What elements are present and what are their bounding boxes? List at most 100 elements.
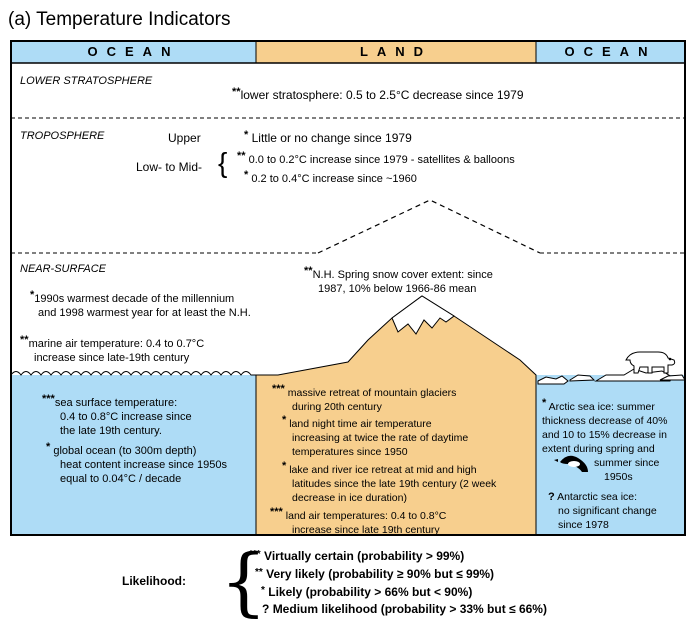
legend-text: Likely (probability > 66% but < 90%)	[268, 585, 473, 599]
sst-line-1: sea surface temperature:	[54, 397, 178, 409]
glacier-entry: *** massive retreat of mountain glaciers…	[272, 382, 456, 414]
legend-stars: *	[261, 585, 265, 596]
figure-title: (a) Temperature Indicators	[8, 9, 231, 30]
land-air-entry: *** land air temperatures: 0.4 to 0.8°C …	[270, 505, 446, 537]
legend-item-4: ? Medium likelihood (probability > 33% b…	[262, 600, 547, 618]
arctic-line-2: thickness decrease of 40%	[542, 415, 668, 427]
arctic-line-5: summer since	[594, 457, 660, 469]
stars: **	[232, 86, 241, 98]
night-line-2: increasing at twice the rate of daytime	[292, 432, 469, 444]
legend-item-2: ** Very likely (probability ≥ 90% but ≤ …	[255, 564, 494, 583]
antarctic-line-1: Antarctic sea ice:	[557, 491, 638, 503]
upper-entry: * Little or no change since 1979	[244, 128, 412, 146]
stars: ***	[270, 506, 283, 518]
polar-bear-icon	[625, 351, 676, 374]
decade-entry: *1990s warmest decade of the millennium …	[30, 288, 251, 320]
header-land-bg	[256, 41, 536, 63]
arctic-line-1: Arctic sea ice: summer	[548, 401, 655, 413]
stars: ?	[548, 491, 555, 503]
stratosphere-entry: **lower stratosphere: 0.5 to 2.5°C decre…	[232, 85, 524, 103]
stars: ***	[272, 383, 285, 395]
air-line-1: land air temperatures: 0.4 to 0.8°C	[285, 510, 447, 522]
arctic-line-4: extent during spring and	[542, 443, 655, 455]
night-line-1: land night time air temperature	[289, 418, 432, 430]
stars: *	[244, 169, 249, 181]
stars: **	[237, 150, 246, 162]
header-land: LAND	[359, 44, 433, 59]
lake-line-2: latitudes since the late 19th century (2…	[292, 478, 497, 490]
decade-line-2: and 1998 warmest year for at least the N…	[38, 307, 251, 319]
marine-line-2: increase since late-19th century	[34, 352, 190, 364]
legend-label: Likelihood:	[122, 574, 186, 588]
glacier-line-1: massive retreat of mountain glaciers	[287, 387, 457, 399]
entry-text: 0.2 to 0.4°C increase since ~1960	[251, 173, 417, 185]
stars: *	[46, 441, 51, 453]
stars: *	[244, 129, 249, 141]
header-ocean-right-bg	[536, 41, 685, 63]
stars: *	[282, 460, 287, 472]
sst-line-3: the late 19th century.	[60, 425, 162, 437]
entry-text: lower stratosphere: 0.5 to 2.5°C decreas…	[240, 88, 524, 102]
snow-cover-entry: **N.H. Spring snow cover extent: since 1…	[304, 264, 493, 296]
heat-line-3: equal to 0.04°C / decade	[60, 473, 182, 485]
label-near-surface: NEAR-SURFACE	[20, 263, 106, 275]
legend-text: Very likely (probability ≥ 90% but ≤ 99%…	[266, 567, 495, 581]
entry-text: Little or no change since 1979	[251, 131, 412, 145]
ice-floe-icon	[537, 368, 686, 385]
legend-brace: {	[220, 539, 268, 625]
night-line-3: temperatures since 1950	[292, 446, 408, 458]
legend-item-3: * Likely (probability > 66% but < 90%)	[261, 582, 472, 601]
legend-text: Medium likelihood (probability > 33% but…	[272, 602, 547, 616]
snow-line-1: N.H. Spring snow cover extent: since	[312, 269, 493, 281]
outer-border	[10, 40, 686, 536]
stars: **	[304, 265, 313, 277]
ocean-right-area	[536, 375, 685, 535]
stars: ***	[42, 393, 55, 405]
brace-low-mid: {	[218, 147, 228, 178]
ocean-left-area	[11, 375, 256, 535]
label-low-mid: Low- to Mid-	[136, 160, 203, 174]
antarctic-line-3: since 1978	[558, 519, 609, 531]
lake-ice-entry: * lake and river ice retreat at mid and …	[282, 459, 496, 505]
tropopause-line	[317, 199, 541, 254]
lake-line-1: lake and river ice retreat at mid and hi…	[289, 464, 477, 476]
header-ocean-left: OCEAN	[87, 44, 180, 59]
glacier-line-2: during 20th century	[292, 401, 382, 413]
arctic-line-3: and 10 to 15% decrease in	[542, 429, 667, 441]
header-ocean-left-bg	[11, 41, 256, 63]
marine-entry: **marine air temperature: 0.4 to 0.7°C i…	[20, 333, 204, 365]
sst-line-2: 0.4 to 0.8°C increase since	[60, 411, 192, 423]
legend-stars: ?	[262, 602, 270, 616]
label-troposphere: TROPOSPHERE	[20, 130, 105, 142]
stars: *	[542, 397, 547, 409]
stars: *	[30, 289, 35, 301]
label-upper: Upper	[168, 131, 201, 145]
header-ocean-right: OCEAN	[564, 44, 657, 59]
heat-line-1: global ocean (to 300m depth)	[53, 445, 197, 457]
antarctic-line-2: no significant change	[558, 505, 657, 517]
legend-stars: ***	[249, 549, 261, 560]
heat-content-entry: * global ocean (to 300m depth) heat cont…	[46, 440, 227, 486]
label-lower-stratosphere: LOWER STRATOSPHERE	[20, 75, 153, 87]
lowmid-entry-1: ** 0.0 to 0.2°C increase since 1979 - sa…	[237, 149, 515, 167]
arctic-line-6: 1950s	[604, 471, 633, 483]
waves-icon	[10, 371, 256, 376]
night-temp-entry: * land night time air temperature increa…	[282, 413, 468, 459]
heat-line-2: heat content increase since 1950s	[60, 459, 227, 471]
air-line-2: increase since late 19th century	[292, 524, 440, 536]
stars: *	[282, 414, 287, 426]
stars: **	[20, 334, 29, 346]
lake-line-3: decrease in ice duration)	[292, 492, 407, 504]
legend-text: Virtually certain (probability > 99%)	[264, 549, 465, 563]
legend-stars: **	[255, 567, 263, 578]
legend-item-1: *** Virtually certain (probability > 99%…	[249, 546, 464, 565]
lowmid-entry-2: * 0.2 to 0.4°C increase since ~1960	[244, 168, 417, 186]
sst-entry: ***sea surface temperature: 0.4 to 0.8°C…	[42, 392, 192, 438]
penguin-icon	[554, 455, 588, 472]
marine-line-1: marine air temperature: 0.4 to 0.7°C	[28, 338, 205, 350]
entry-text: 0.0 to 0.2°C increase since 1979 - satel…	[248, 154, 515, 166]
antarctic-entry: ? Antarctic sea ice: no significant chan…	[548, 490, 657, 532]
snow-cap-icon	[391, 295, 455, 335]
arctic-entry: * Arctic sea ice: summer thickness decre…	[542, 396, 668, 484]
